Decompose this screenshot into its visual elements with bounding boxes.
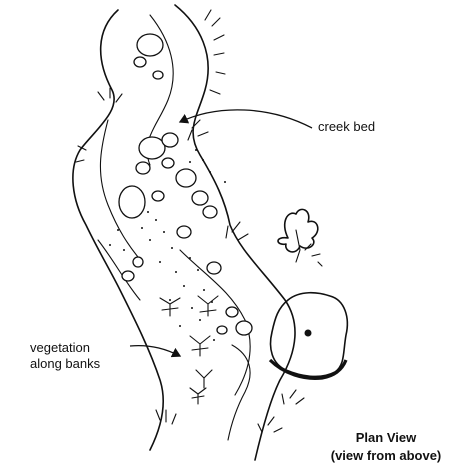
- vegetation-arrow: [129, 344, 182, 358]
- rock: [151, 190, 165, 202]
- star-plant: [195, 369, 213, 389]
- bank-vegetation: [75, 9, 323, 433]
- left-bank-line: [72, 9, 164, 451]
- grass-tuft: [75, 145, 87, 163]
- grass-tuft: [187, 119, 209, 141]
- rock: [133, 56, 147, 68]
- rock: [138, 136, 166, 160]
- creek-channel: [72, 4, 296, 461]
- grass-tuft: [304, 243, 323, 267]
- vegetation-text-line1: vegetation: [30, 340, 90, 355]
- plan-view-title: Plan View: [356, 430, 417, 445]
- creek-bed-arrow: [178, 109, 313, 129]
- star-plant: [189, 387, 207, 405]
- rock: [216, 325, 228, 335]
- caption: Plan View (view from above): [331, 430, 442, 463]
- rock: [161, 157, 175, 169]
- rock: [202, 205, 218, 219]
- star-plant: [189, 335, 211, 357]
- creek-rocks: [118, 33, 253, 336]
- rock: [161, 132, 179, 148]
- flow-line: [179, 249, 251, 396]
- rock: [132, 256, 144, 268]
- rock: [135, 161, 151, 175]
- grass-tuft: [204, 9, 226, 95]
- rock: [191, 190, 209, 206]
- pool-center-dot: [304, 329, 312, 337]
- pool-shadow: [268, 358, 348, 380]
- pool: [268, 291, 349, 380]
- rock: [152, 70, 164, 80]
- flow-line: [227, 344, 251, 441]
- plan-view-subtitle: (view from above): [331, 448, 442, 463]
- flow-line: [97, 239, 141, 301]
- grass-tuft: [155, 409, 177, 425]
- star-plant: [197, 295, 219, 317]
- rock: [235, 320, 253, 336]
- rock: [225, 306, 239, 318]
- rock: [118, 185, 146, 219]
- grass-tuft: [281, 389, 305, 405]
- rock: [121, 270, 135, 282]
- flow-line: [99, 119, 143, 263]
- label-vegetation: vegetation along banks: [30, 340, 182, 371]
- rock: [175, 168, 197, 188]
- star-plant: [159, 297, 181, 317]
- rock: [136, 33, 164, 57]
- creek-bed-text: creek bed: [318, 119, 375, 134]
- gravel-stipple: [109, 149, 226, 341]
- leafy-plant: [277, 208, 319, 253]
- right-bank-line: [174, 4, 296, 461]
- grass-tuft: [257, 416, 283, 433]
- grass-tuft: [225, 221, 249, 241]
- vegetation-text-line2: along banks: [30, 356, 101, 371]
- label-creek-bed: creek bed: [178, 109, 375, 134]
- rock: [206, 261, 222, 275]
- rock: [176, 225, 192, 239]
- grass-tuft: [97, 87, 123, 103]
